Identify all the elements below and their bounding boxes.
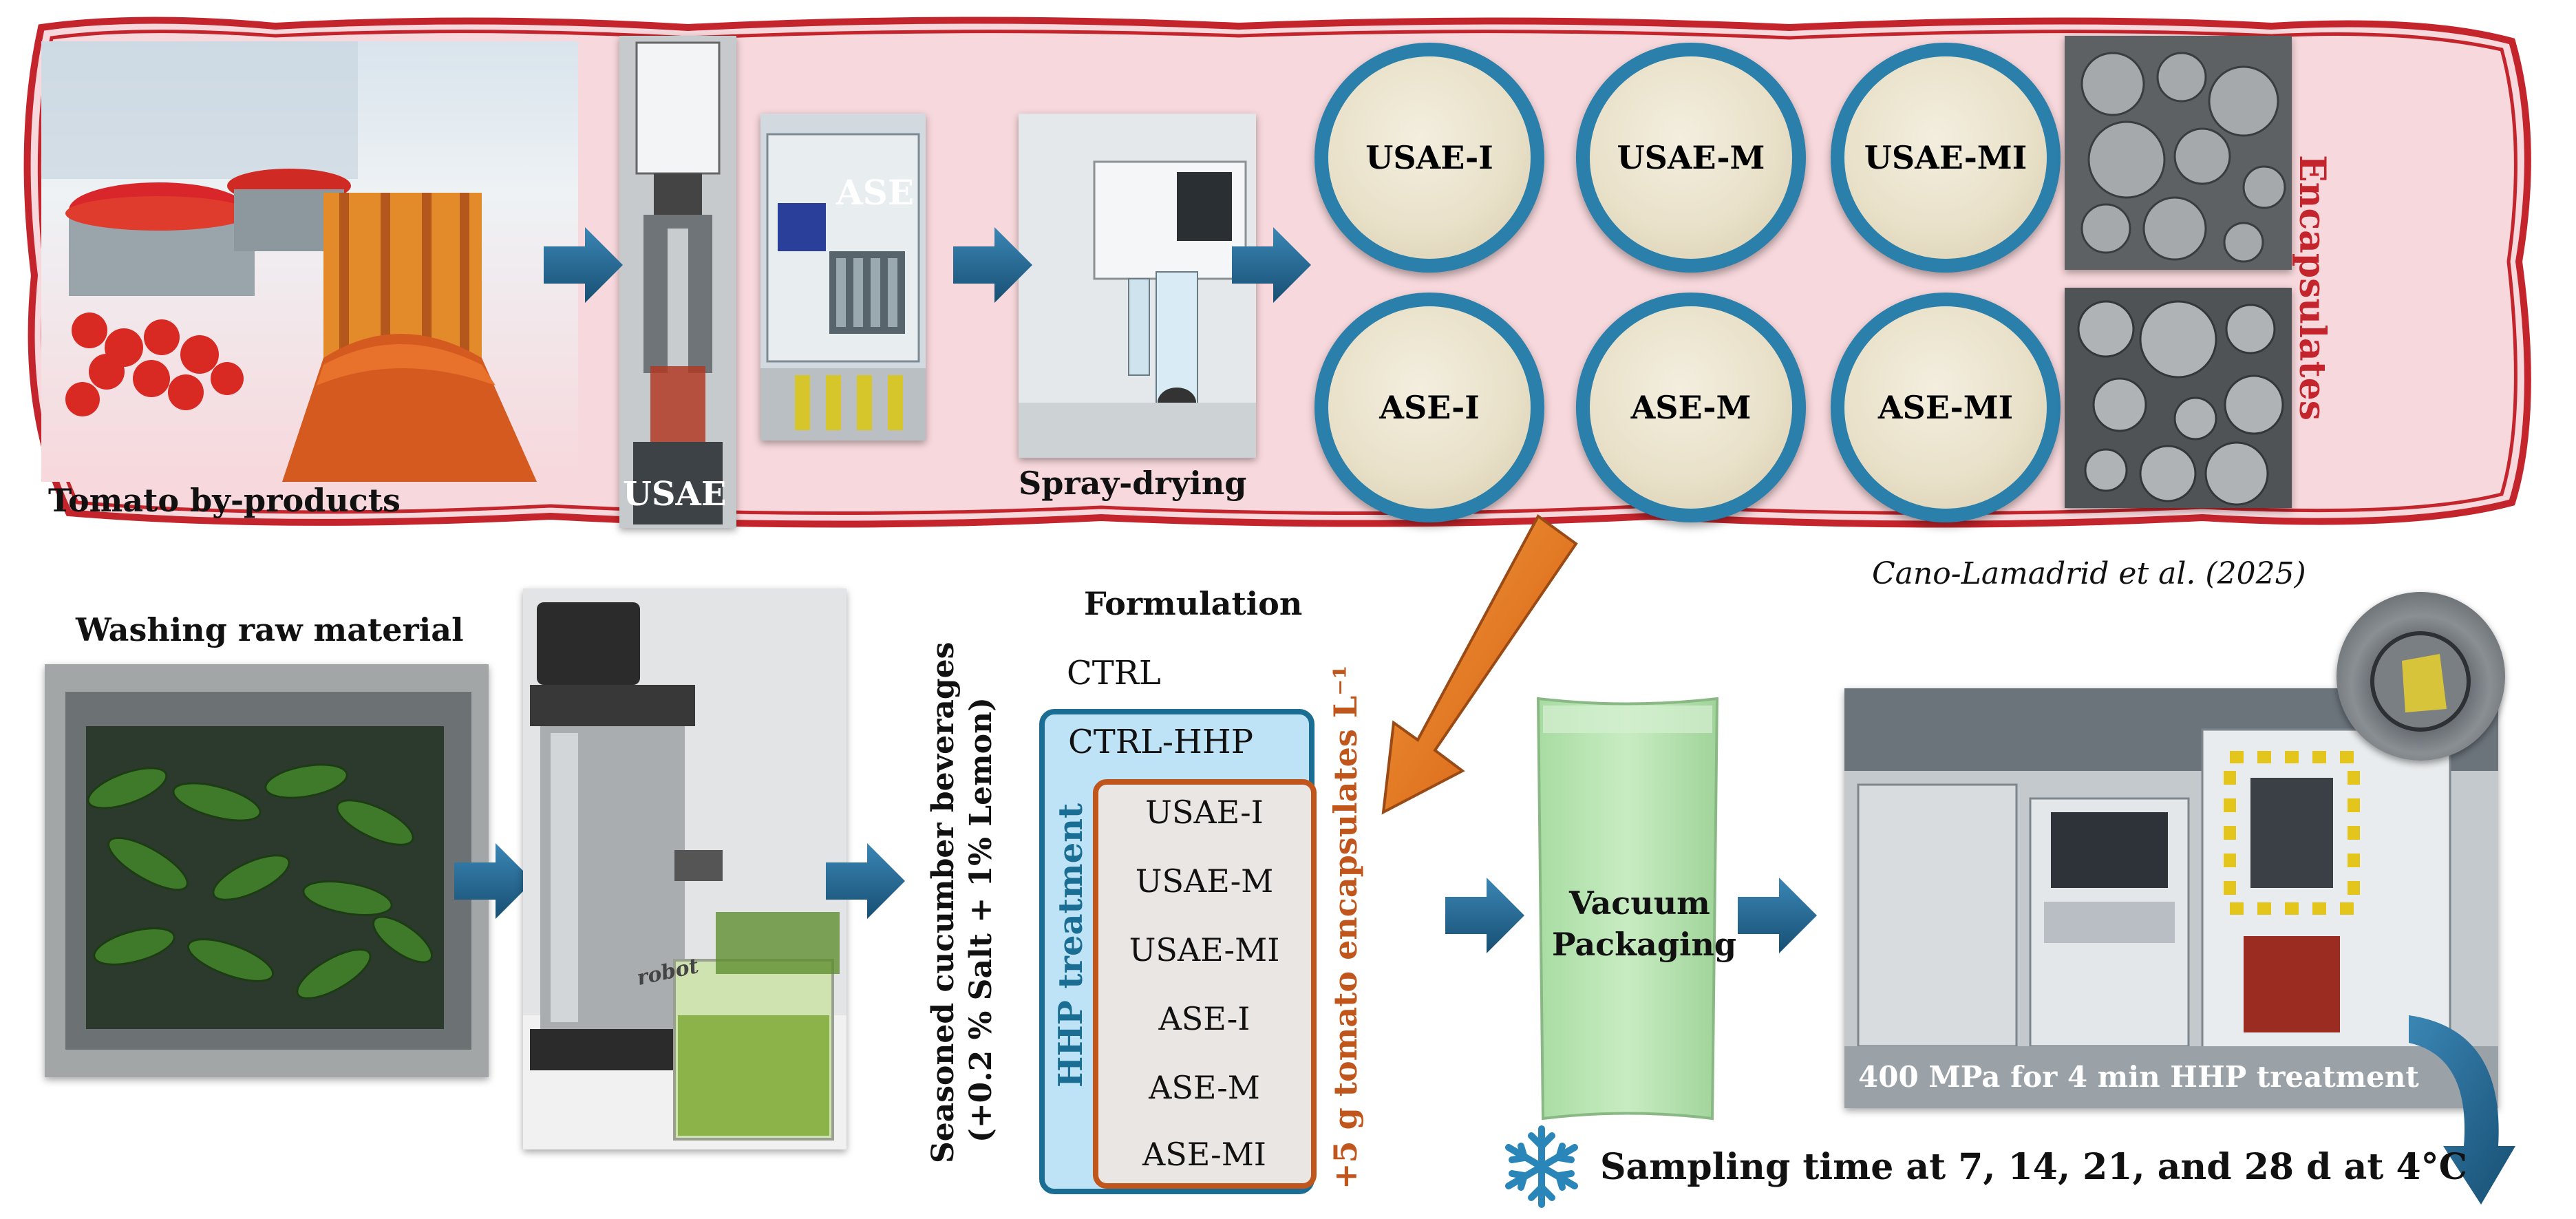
beverage-label: Seasoned cucumber beverages [926,642,961,1163]
capsule-dish-usae-i: USAE-I [1314,43,1544,273]
ase-equipment-photo [760,114,926,441]
washing-label: Washing raw material [76,611,464,648]
juicer-illustration [523,589,847,1149]
arrow-right-icon [544,227,623,303]
washing-sink-photo [45,664,489,1077]
capsule-label: USAE-MI [1864,139,2027,176]
arrow-right-icon [826,843,905,919]
spray-dryer-photo [1019,114,1256,458]
capsule-label: ASE-MI [1877,389,2014,426]
sem-particles-illustration [2065,288,2292,508]
encapsulates-box [1093,779,1317,1189]
usae-equipment-photo [619,36,736,528]
spray-drying-label: Spray-drying [1019,465,1247,502]
capsule-dish-usae-mi: USAE-MI [1831,43,2061,273]
encapsulates-label: Encapsulates [2291,155,2333,421]
arrow-right-icon [1232,227,1311,303]
tomato-illustration [41,41,537,482]
tomato-encapsulates-label: +5 g tomato encapsulates L⁻¹ [1327,665,1364,1189]
sem-micrograph-usae [2065,36,2292,270]
capsule-dish-usae-m: USAE-M [1576,43,1806,273]
ase-label: ASE [836,172,915,213]
formulation-ctrl-hhp: CTRL-HHP [1068,723,1253,761]
vacuum-package-icon [1536,697,1719,1121]
arrow-right-icon [1445,878,1524,953]
spray-dryer-illustration [1019,114,1256,458]
capsule-label: USAE-M [1617,139,1765,176]
tomato-byproducts-label: Tomato by-products [48,482,401,519]
hhp-vessel-illustration [2370,631,2471,732]
tomato-byproducts-photo [41,41,578,482]
formulation-item: USAE-MI [1129,931,1280,968]
juicer-photo [523,589,847,1149]
beverage-additives-label: (+0.2 % Salt + 1% Lemon) [964,697,999,1143]
capsule-dish-ase-m: ASE-M [1576,293,1806,522]
arrow-right-icon [454,843,533,919]
formulation-item: ASE-I [1158,1000,1250,1037]
arrow-right-icon [1738,878,1817,953]
formulation-title: Formulation [1084,585,1303,622]
capsule-dish-ase-i: ASE-I [1314,293,1544,522]
hhp-machine-illustration [1844,688,2498,1108]
orange-arrow-icon [1381,514,1578,815]
citation: Cano-Lamadrid et al. (2025) [1872,556,2306,591]
capsule-label: ASE-M [1630,389,1752,426]
packaging-label: Packaging [1552,926,1737,963]
hhp-equipment-photo [1844,688,2498,1108]
vacuum-label: Vacuum [1569,884,1710,922]
formulation-item: ASE-MI [1142,1136,1266,1173]
formulation-item: USAE-I [1145,794,1264,831]
sem-particles-illustration [2065,36,2292,270]
formulation-item: ASE-M [1149,1069,1260,1106]
hhp-treatment-label: HHP treatment [1052,803,1090,1088]
cucumbers-in-sink-illustration [45,664,489,1077]
sonicator-illustration [619,36,736,528]
extractor-illustration [760,114,926,441]
arrow-right-icon [953,227,1032,303]
formulation-ctrl: CTRL [1067,654,1161,692]
hhp-vessel-inset [2337,592,2505,761]
hhp-caption: 400 MPa for 4 min HHP treatment [1858,1060,2419,1094]
sampling-time-label: Sampling time at 7, 14, 21, and 28 d at … [1600,1146,2468,1188]
capsule-dish-ase-mi: ASE-MI [1831,293,2061,522]
curved-arrow-icon [2409,1015,2515,1205]
sem-micrograph-ase [2065,288,2292,508]
capsule-label: ASE-I [1379,389,1480,426]
snowflake-icon [1505,1125,1578,1208]
usae-label: USAE [623,475,727,513]
formulation-item: USAE-M [1135,862,1274,900]
capsule-label: USAE-I [1365,139,1493,176]
